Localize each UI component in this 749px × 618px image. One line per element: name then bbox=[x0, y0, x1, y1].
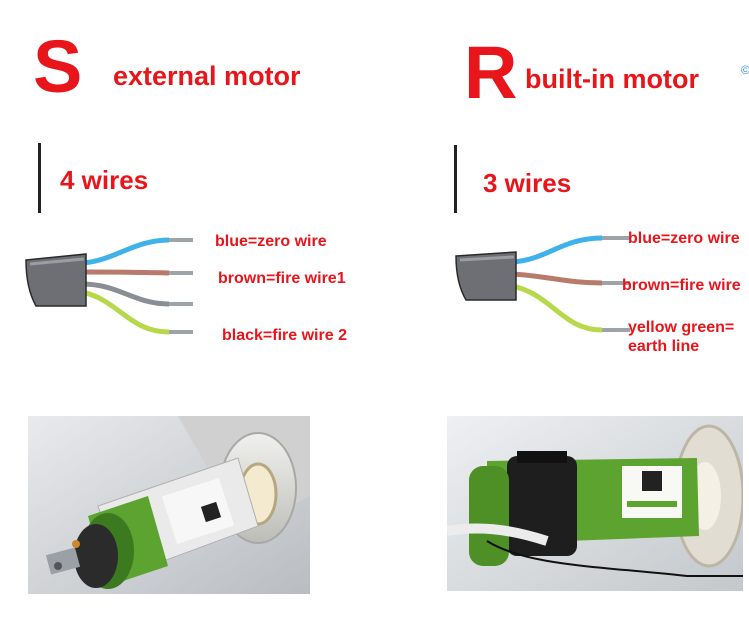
right-wires-count: 3 wires bbox=[483, 168, 572, 198]
left-wire-tip-1 bbox=[169, 238, 193, 242]
right-yellow-green-wire bbox=[511, 283, 603, 333]
right-label-yellow-green: yellow green= bbox=[628, 319, 735, 336]
left-cable-sheath bbox=[25, 253, 87, 307]
right-wire-tip-3 bbox=[602, 328, 630, 332]
left-wire-tip-2 bbox=[169, 271, 193, 275]
right-brown-wire bbox=[511, 271, 603, 286]
left-wire-tip-4 bbox=[169, 330, 193, 334]
left-letter: S bbox=[33, 25, 82, 108]
right-motor-illustration bbox=[447, 416, 743, 591]
left-label-blue: blue=zero wire bbox=[215, 233, 327, 250]
right-motor-title: built-in motor bbox=[525, 64, 699, 94]
right-wire-tip-2 bbox=[602, 281, 630, 285]
right-wire-tip-1 bbox=[602, 236, 630, 240]
right-label-earth-line: earth line bbox=[628, 338, 700, 355]
info-icon: © bbox=[741, 63, 749, 77]
left-label-black: black=fire wire 2 bbox=[222, 327, 347, 344]
right-motor-photo bbox=[447, 416, 743, 591]
right-letter: R bbox=[464, 31, 517, 114]
left-divider bbox=[38, 143, 41, 213]
left-wire-tip-3 bbox=[169, 302, 193, 306]
right-cable-sheath bbox=[455, 251, 517, 301]
left-motor-photo bbox=[28, 416, 310, 594]
left-label-brown: brown=fire wire1 bbox=[218, 270, 346, 287]
left-blue-wire bbox=[81, 237, 170, 266]
right-divider bbox=[454, 145, 457, 213]
left-yellow-green-wire bbox=[81, 289, 170, 335]
left-wire-diagram bbox=[25, 237, 193, 335]
left-grey-wire bbox=[81, 281, 170, 307]
right-blue-wire bbox=[511, 235, 603, 265]
left-motor-title: external motor bbox=[113, 61, 301, 91]
right-wire-diagram bbox=[455, 235, 630, 333]
left-motor-illustration bbox=[28, 416, 310, 594]
right-label-blue: blue=zero wire bbox=[628, 230, 740, 247]
right-label-brown: brown=fire wire bbox=[622, 277, 741, 294]
left-brown-wire bbox=[81, 269, 170, 276]
left-wires-count: 4 wires bbox=[60, 165, 149, 195]
